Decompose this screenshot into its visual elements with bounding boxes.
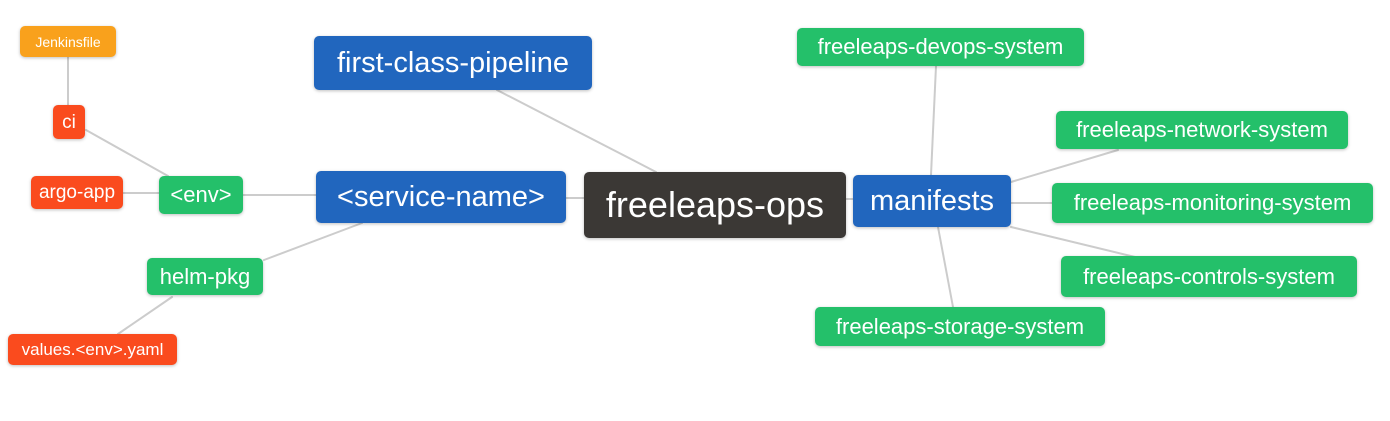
- node-label: values.<env>.yaml: [21, 340, 164, 359]
- node-freeleaps-storage-system[interactable]: freeleaps-storage-system: [815, 307, 1105, 346]
- node-values-env-yaml[interactable]: values.<env>.yaml: [8, 334, 177, 365]
- node-argo-app[interactable]: argo-app: [31, 176, 123, 209]
- node-freeleaps-ops[interactable]: freeleaps-ops: [584, 172, 846, 238]
- node-freeleaps-network-system[interactable]: freeleaps-network-system: [1056, 111, 1348, 149]
- node-label: freeleaps-controls-system: [1083, 263, 1335, 289]
- node-ci[interactable]: ci: [53, 105, 85, 139]
- node-label: freeleaps-ops: [605, 184, 825, 225]
- node-manifests[interactable]: manifests: [853, 175, 1011, 227]
- node-label: freeleaps-network-system: [1076, 117, 1328, 142]
- node-helm-pkg[interactable]: helm-pkg: [147, 258, 263, 295]
- node-label: manifests: [869, 184, 995, 217]
- node-label: freeleaps-monitoring-system: [1073, 190, 1352, 215]
- node-label: Jenkinsfile: [35, 33, 101, 50]
- node-label: argo-app: [38, 182, 116, 203]
- node-label: freeleaps-devops-system: [817, 34, 1064, 59]
- node-label: ci: [62, 111, 76, 133]
- node-label: <service-name>: [337, 180, 545, 213]
- node-first-class-pipeline[interactable]: first-class-pipeline: [314, 36, 592, 90]
- node-freeleaps-devops-system[interactable]: freeleaps-devops-system: [797, 28, 1084, 66]
- node-freeleaps-controls-system[interactable]: freeleaps-controls-system: [1061, 256, 1357, 297]
- node-service-name[interactable]: <service-name>: [316, 171, 566, 223]
- node-env[interactable]: <env>: [159, 176, 243, 214]
- node-jenkinsfile[interactable]: Jenkinsfile: [20, 26, 116, 57]
- node-freeleaps-monitoring-system[interactable]: freeleaps-monitoring-system: [1052, 183, 1373, 223]
- node-label: <env>: [170, 182, 232, 207]
- node-label: helm-pkg: [159, 263, 251, 289]
- node-label: first-class-pipeline: [336, 46, 570, 79]
- node-label: freeleaps-storage-system: [835, 313, 1085, 339]
